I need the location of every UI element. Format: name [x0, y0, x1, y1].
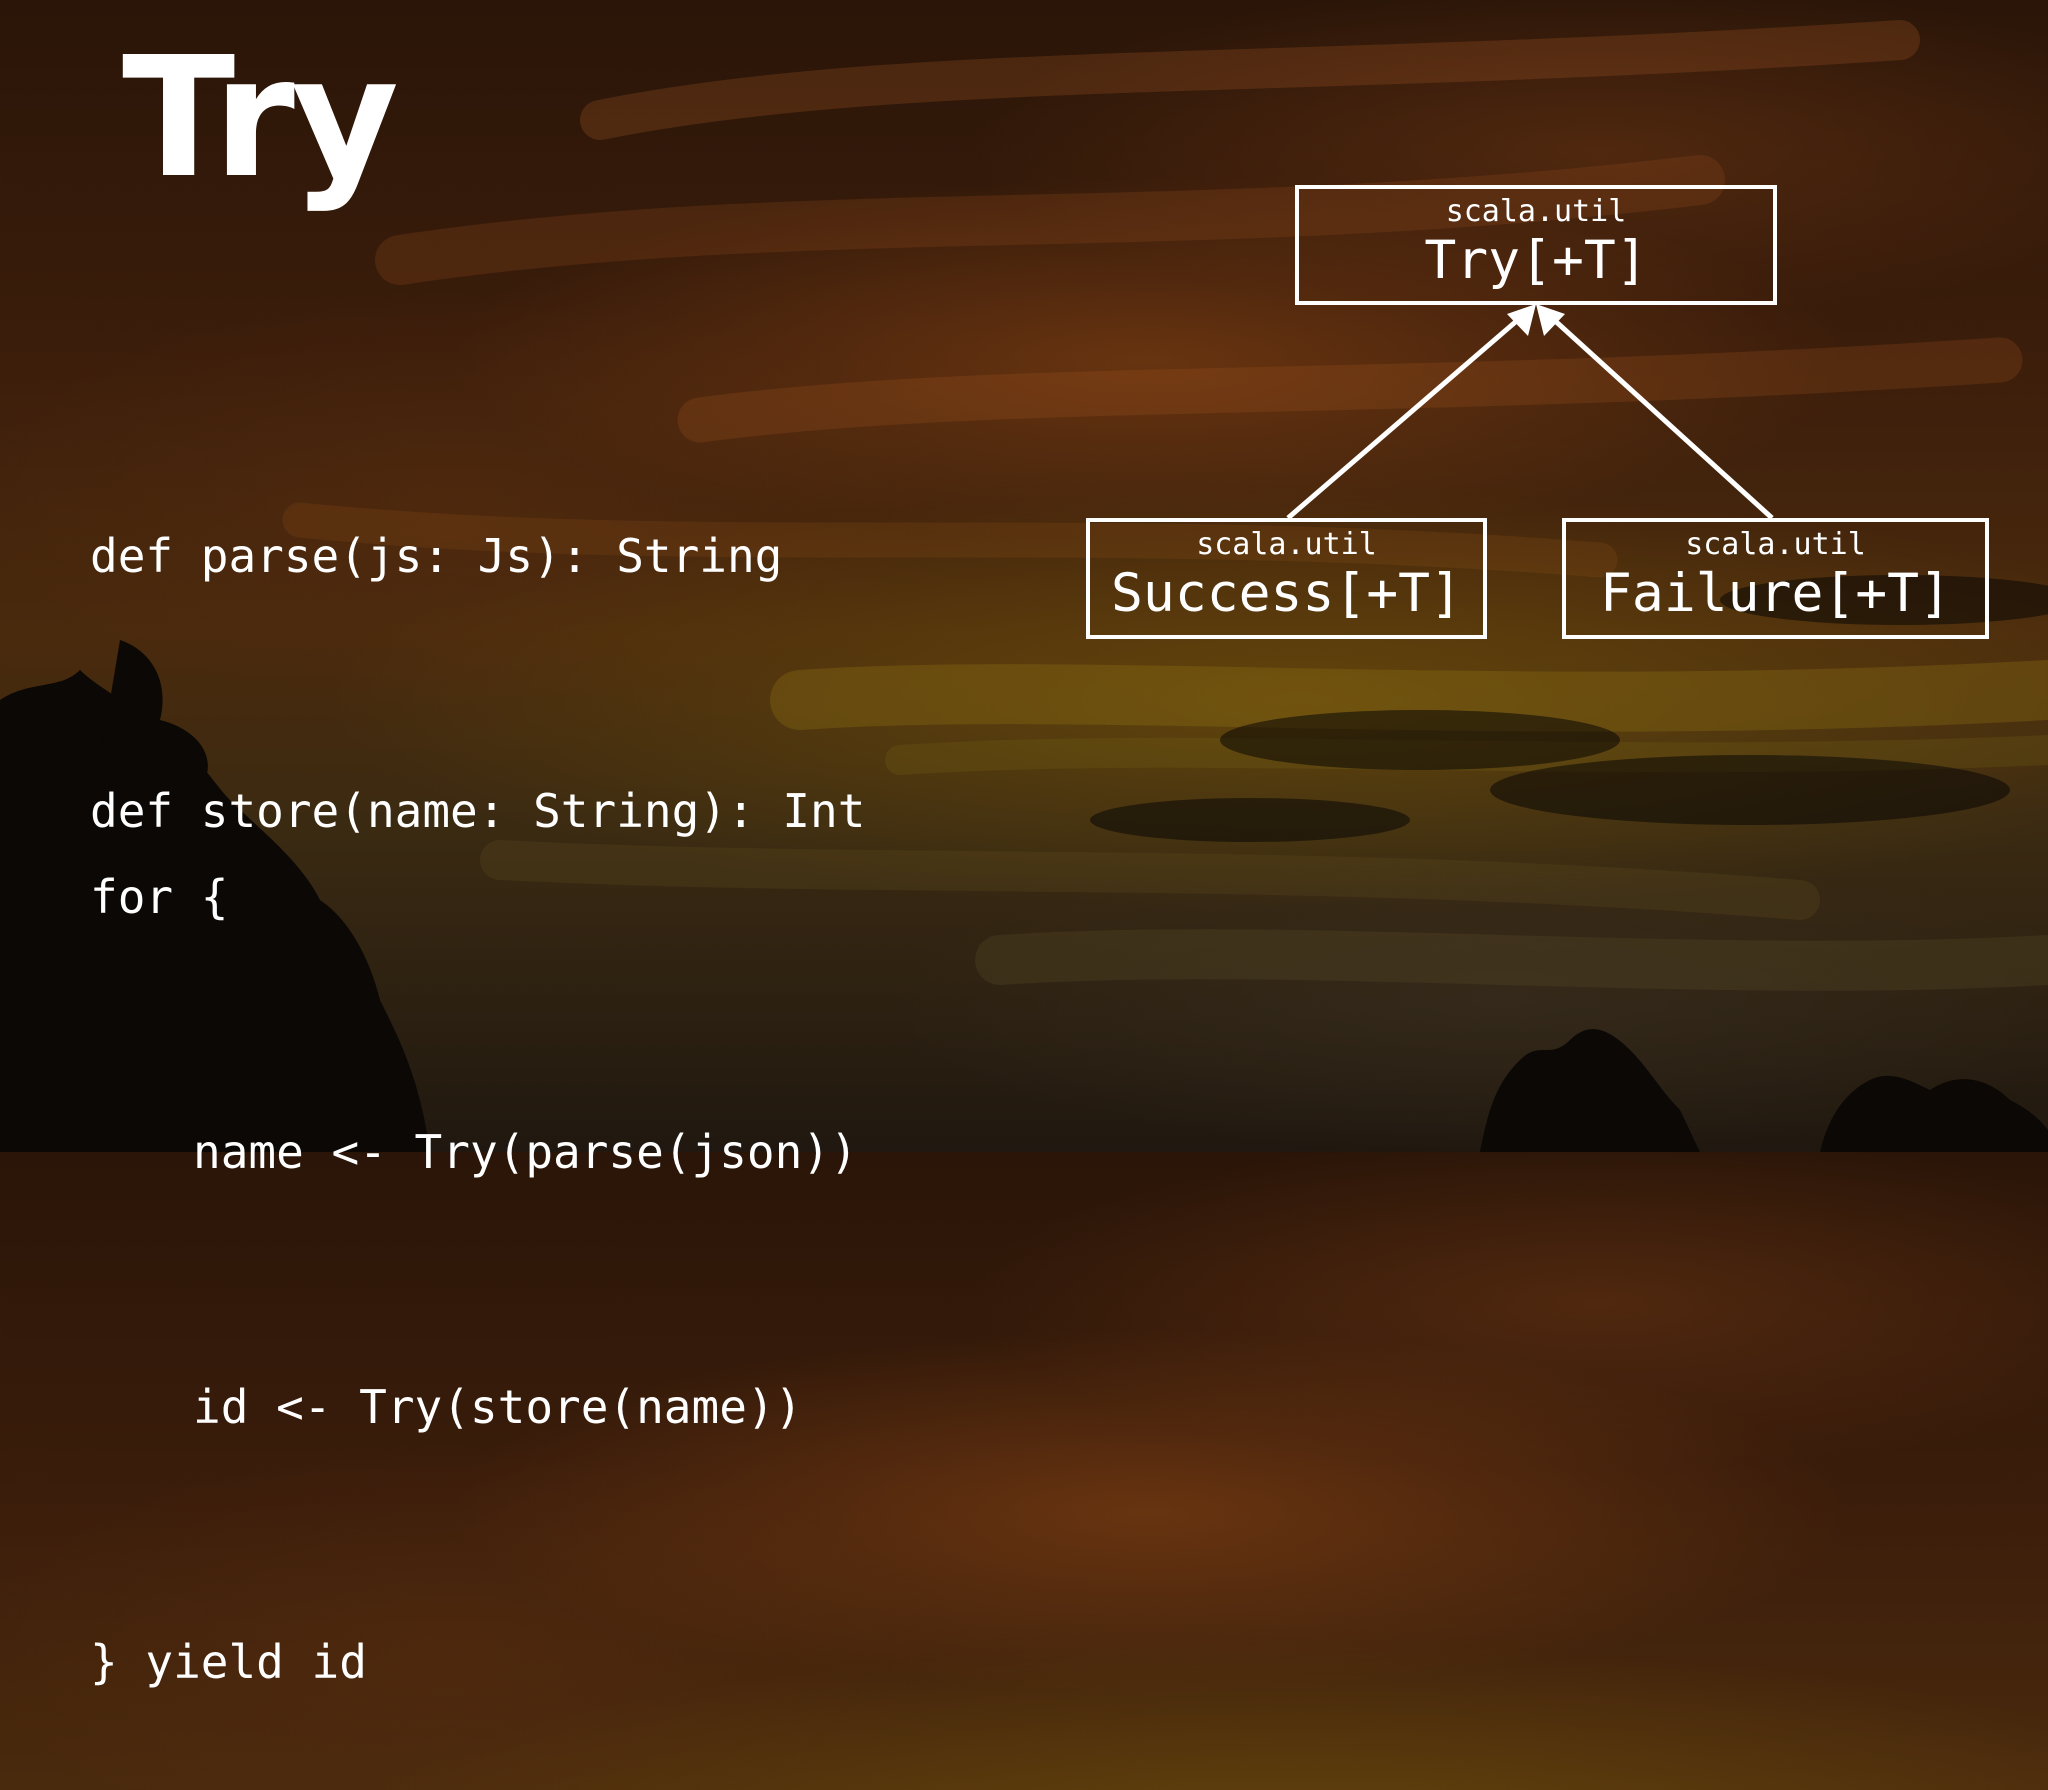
for-close: } yield id — [90, 1635, 367, 1689]
arrowhead-failure — [1536, 304, 1565, 336]
failure-package-label: scala.util — [1685, 527, 1866, 562]
for-open: for { — [90, 870, 229, 924]
signatures-code: def parse(js: Js): String def store(name… — [90, 344, 865, 939]
tree-silhouettes — [0, 640, 2048, 1152]
signature-store: def store(name: String): Int — [90, 784, 866, 838]
for-line-id: id <- Try(store(name)) — [193, 1380, 803, 1434]
try-class-box: scala.util Try[+T] — [1295, 185, 1777, 305]
arrow-success-to-try — [1286, 316, 1522, 520]
slide-title: Try — [122, 22, 399, 215]
failure-class-name: Failure[+T] — [1600, 563, 1951, 624]
failure-class-box: scala.util Failure[+T] — [1562, 518, 1989, 639]
arrow-failure-to-try — [1550, 316, 1774, 520]
success-class-box: scala.util Success[+T] — [1086, 518, 1487, 639]
class-hierarchy-arrows — [0, 0, 2048, 1152]
signature-parse: def parse(js: Js): String — [90, 529, 783, 583]
success-package-label: scala.util — [1196, 527, 1377, 562]
try-class-name: Try[+T] — [1424, 230, 1648, 291]
arrowhead-success — [1507, 304, 1536, 336]
try-package-label: scala.util — [1445, 194, 1627, 229]
success-class-name: Success[+T] — [1111, 563, 1462, 624]
